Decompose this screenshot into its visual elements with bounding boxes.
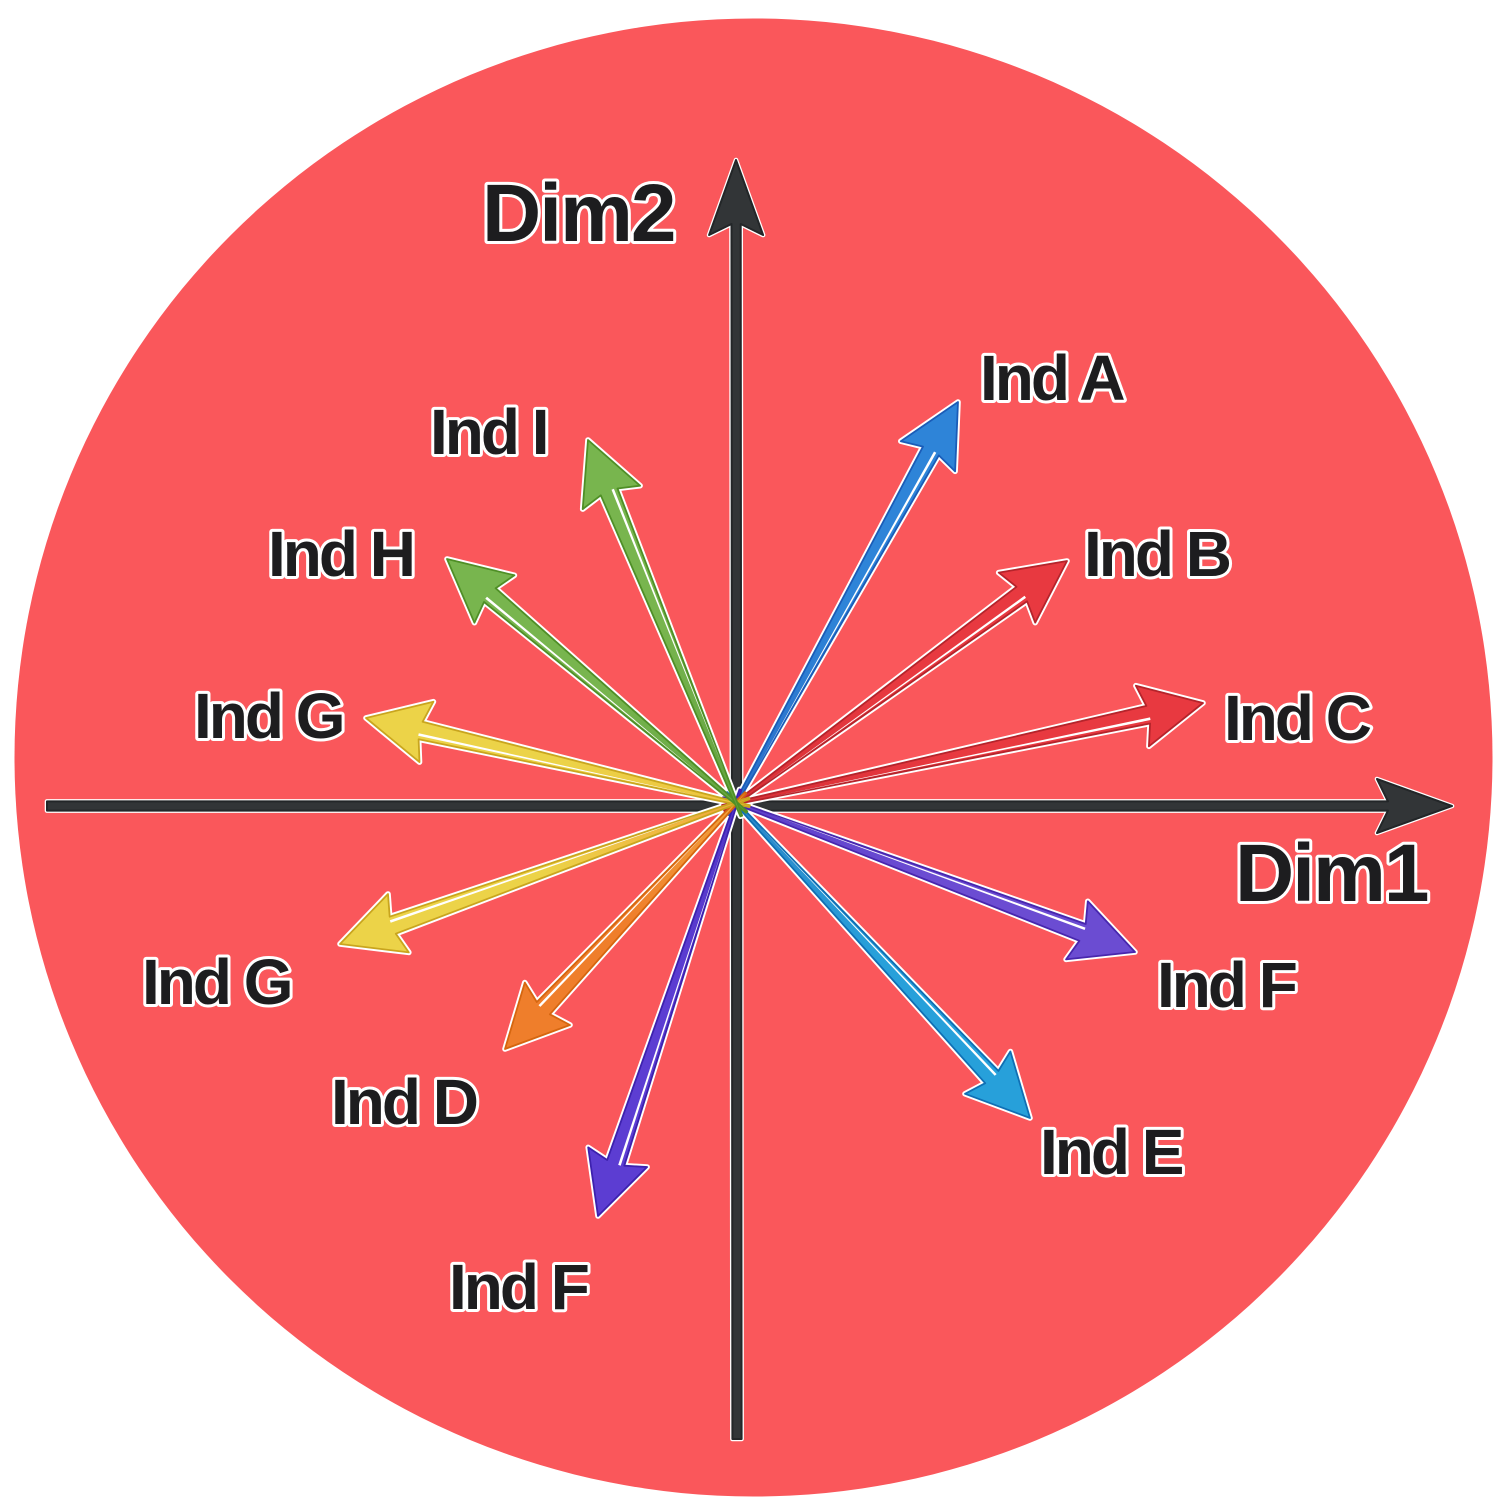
svg-text:Ind B: Ind B (1084, 518, 1230, 590)
svg-text:Ind C: Ind C (1224, 682, 1371, 754)
svg-text:Ind E: Ind E (1040, 1116, 1183, 1188)
svg-text:Ind D: Ind D (331, 1066, 477, 1138)
svg-text:Ind A: Ind A (980, 342, 1124, 414)
svg-text:Ind I: Ind I (430, 396, 547, 468)
svg-text:Dim1: Dim1 (1235, 828, 1428, 919)
svg-text:Ind H: Ind H (268, 518, 413, 590)
svg-text:Ind G: Ind G (142, 946, 291, 1018)
svg-text:Ind G: Ind G (194, 680, 343, 752)
svg-text:Ind F: Ind F (1157, 949, 1296, 1021)
svg-text:Dim2: Dim2 (482, 168, 675, 259)
svg-text:Ind F: Ind F (449, 1251, 588, 1323)
